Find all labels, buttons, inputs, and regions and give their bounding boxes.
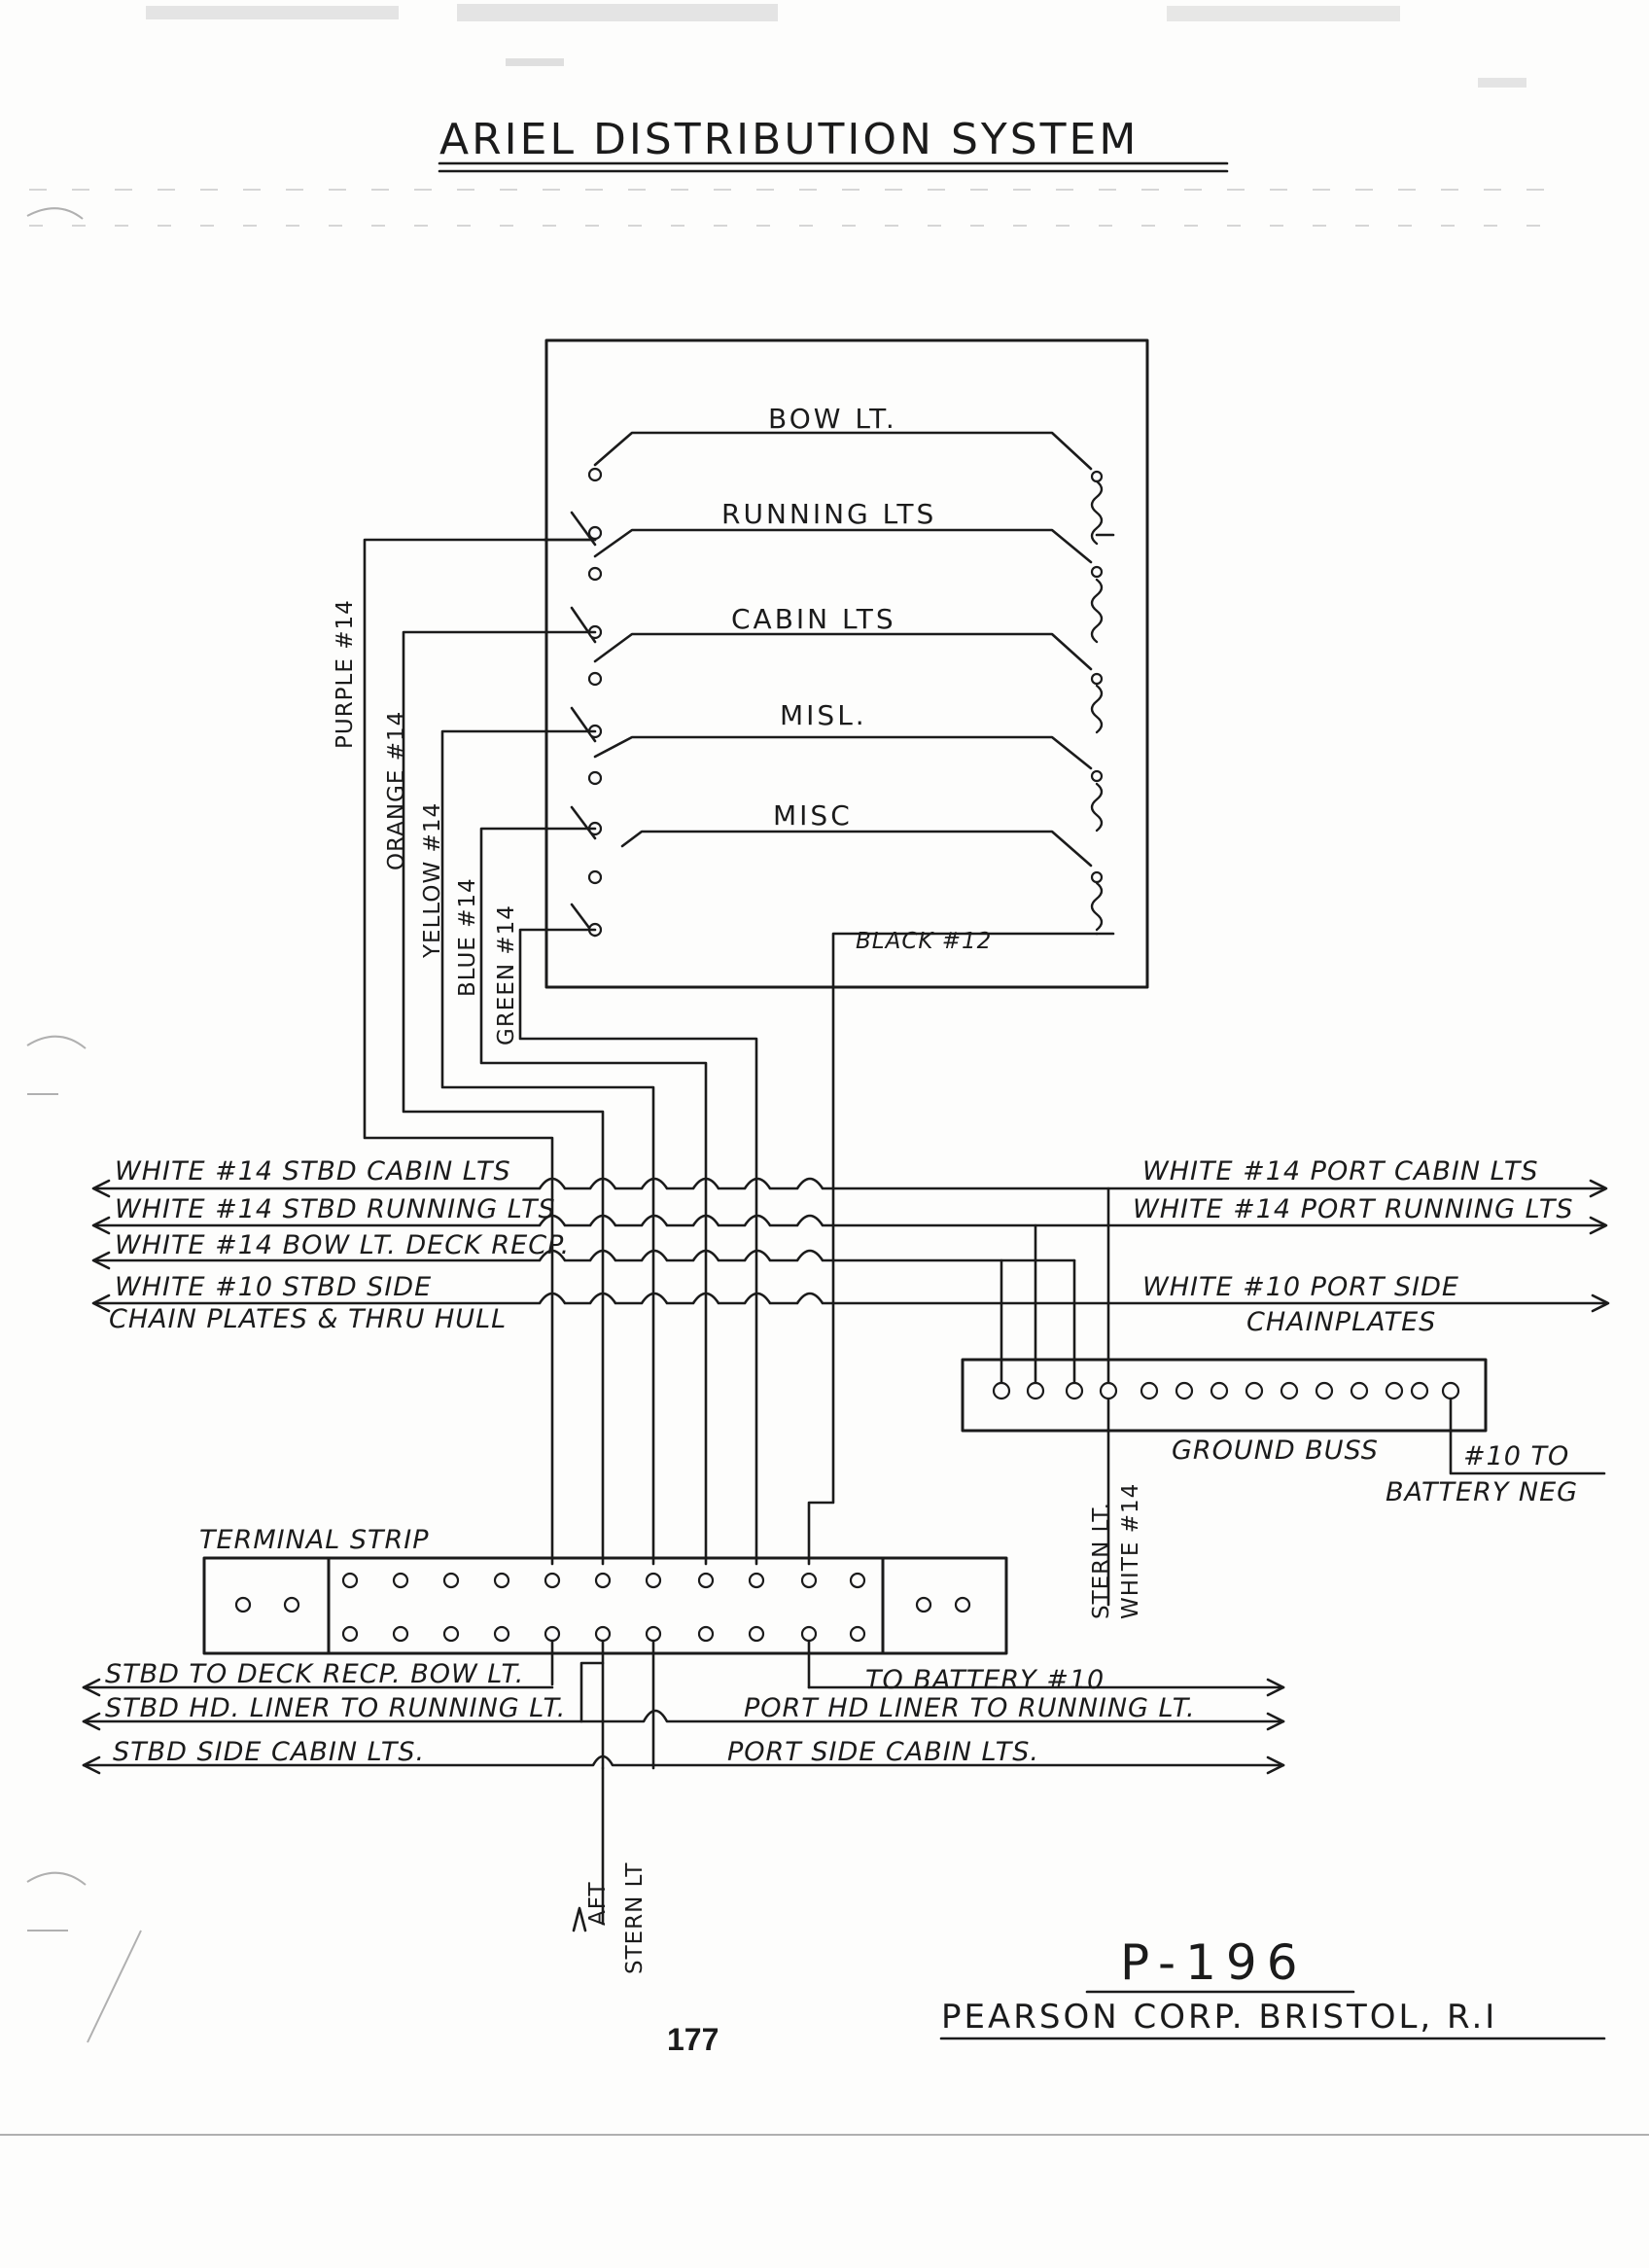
switch-cabin-lts: CABIN LTS	[587, 603, 1104, 687]
port-label-side: WHITE #10 PORT SIDE	[1142, 1272, 1459, 1302]
ground-buss	[961, 1358, 1488, 1433]
stern-lt-label: STERN LT.	[1089, 1502, 1114, 1619]
switch-label-cabin-lts: CABIN LTS	[731, 603, 896, 635]
wire-label-black: BLACK #12	[856, 929, 992, 954]
port-label-running: WHITE #14 PORT RUNNING LTS	[1133, 1194, 1573, 1224]
fuse-column	[1090, 479, 1115, 936]
ground-buss-label: GROUND BUSS	[1172, 1435, 1379, 1466]
stern-white-label: WHITE #14	[1118, 1483, 1143, 1619]
lower-branch-wires	[82, 1639, 1285, 1926]
terminal-strip	[202, 1556, 1008, 1655]
white-return-lines	[93, 1177, 1608, 1607]
aft-arrow	[572, 1906, 587, 1932]
wire-label-yellow: YELLOW #14	[420, 802, 445, 959]
stbd-label-running: WHITE #14 STBD RUNNING LTS	[115, 1194, 556, 1224]
wire-label-purple: PURPLE #14	[333, 599, 358, 749]
switch-label-running-lts: RUNNING LTS	[721, 498, 936, 530]
port-hd-liner-label: PORT HD LINER TO RUNNING LT.	[744, 1693, 1196, 1723]
feed-wires	[363, 538, 1149, 1566]
switch-bow-lt: BOW LT.	[587, 403, 1104, 483]
page-number: 177	[667, 2022, 719, 2057]
wire-label-orange: ORANGE #14	[384, 711, 409, 870]
ground-buss-terminals	[992, 1381, 1460, 1400]
stbd-label-bow: WHITE #14 BOW LT. DECK RECP.	[115, 1230, 570, 1260]
stbd-hd-liner-label: STBD HD. LINER TO RUNNING LT.	[105, 1693, 566, 1723]
port-label-chainplates: CHAINPLATES	[1246, 1307, 1436, 1337]
terminal-strip-terminals	[234, 1572, 971, 1643]
battery-neg-label-1: #10 TO	[1463, 1441, 1569, 1471]
stern-lt-aft-label: STERN LT	[622, 1862, 648, 1974]
switch-label-misl: MISL.	[780, 699, 867, 731]
switch-running-lts: RUNNING LTS	[587, 498, 1104, 582]
arrowheads	[91, 1179, 1610, 1313]
stbd-label-chainplates: CHAIN PLATES & THRU HULL	[109, 1304, 507, 1334]
port-label-cabin: WHITE #14 PORT CABIN LTS	[1142, 1156, 1538, 1187]
stbd-side-cabin-label: STBD SIDE CABIN LTS.	[113, 1737, 425, 1767]
to-battery-label: TO BATTERY #10	[865, 1665, 1105, 1695]
drawing-number: P-196	[1120, 1934, 1308, 1991]
switch-label-bow-lt: BOW LT.	[768, 403, 897, 435]
wire-label-blue: BLUE #14	[455, 877, 480, 997]
switch-misc: MISC	[587, 799, 1104, 885]
wire-label-green: GREEN #14	[494, 904, 519, 1045]
stbd-deck-recp-label: STBD TO DECK RECP. BOW LT.	[105, 1659, 524, 1689]
stbd-label-cabin: WHITE #14 STBD CABIN LTS	[115, 1156, 511, 1187]
battery-neg-label-2: BATTERY NEG	[1386, 1477, 1578, 1507]
aft-label: AFT	[585, 1881, 611, 1926]
maker-label: PEARSON CORP. BRISTOL, R.I	[941, 1998, 1497, 2037]
switch-misl: MISL.	[587, 699, 1104, 786]
stbd-label-side: WHITE #10 STBD SIDE	[115, 1272, 432, 1302]
terminal-strip-label: TERMINAL STRIP	[199, 1525, 430, 1555]
scan-noise	[26, 4, 1556, 2043]
switch-label-misc: MISC	[773, 799, 853, 832]
port-side-cabin-label: PORT SIDE CABIN LTS.	[727, 1737, 1039, 1767]
diagram-title: ARIEL DISTRIBUTION SYSTEM	[439, 115, 1139, 164]
